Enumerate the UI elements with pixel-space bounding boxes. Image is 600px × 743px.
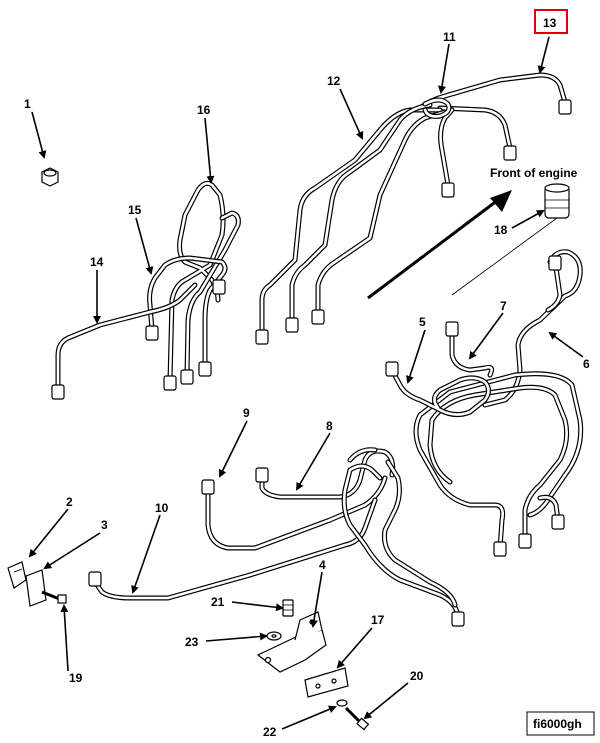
direction-label: Front of engine [490, 166, 578, 180]
clamp-part-2-3 [7, 561, 47, 607]
front-of-engine-arrow-shaft [367, 198, 499, 300]
callout-8: 8 [326, 419, 333, 433]
injection-line-group-right [385, 249, 584, 557]
callout-11: 11 [443, 30, 456, 44]
figure-id-box [526, 711, 595, 736]
callout-3: 3 [101, 518, 108, 532]
leader-lines [28, 36, 584, 730]
injection-line-group-top-center [255, 72, 572, 345]
callout-22: 22 [263, 725, 277, 739]
callout-18: 18 [494, 223, 508, 237]
callout-21: 21 [211, 595, 225, 609]
callout-19: 19 [69, 671, 83, 685]
callout-13-highlight-box [534, 9, 568, 34]
callout-17: 17 [371, 613, 385, 627]
nut-part-1 [41, 167, 59, 187]
bolt-part-21 [282, 599, 294, 617]
callout-20: 20 [410, 669, 424, 683]
callout-13: 13 [543, 16, 557, 30]
washer-part-22 [336, 699, 348, 707]
bracket-part-4 [256, 611, 327, 673]
callout-5: 5 [419, 315, 426, 329]
washer-part-23 [266, 631, 282, 641]
front-of-engine-arrow-head [490, 190, 512, 212]
bracket-part-17 [304, 667, 349, 698]
callout-12: 12 [327, 74, 341, 88]
callout-23: 23 [185, 635, 199, 649]
callout-16: 16 [197, 103, 211, 117]
bolt-part-20 [344, 706, 370, 731]
callout-9: 9 [243, 406, 250, 420]
callout-1: 1 [24, 97, 31, 111]
callout-15: 15 [128, 203, 142, 217]
callout-14: 14 [90, 255, 104, 269]
fitting-part-18 [451, 183, 570, 296]
injection-line-group-top-left [51, 180, 241, 400]
callout-6: 6 [583, 357, 590, 371]
bolt-part-19 [41, 590, 67, 604]
callout-2: 2 [66, 495, 73, 509]
callout-4: 4 [319, 558, 326, 572]
callout-7: 7 [500, 299, 507, 313]
injection-line-group-bottom [88, 447, 465, 627]
callout-10: 10 [155, 501, 169, 515]
figure-id: fi6000gh [533, 717, 582, 731]
